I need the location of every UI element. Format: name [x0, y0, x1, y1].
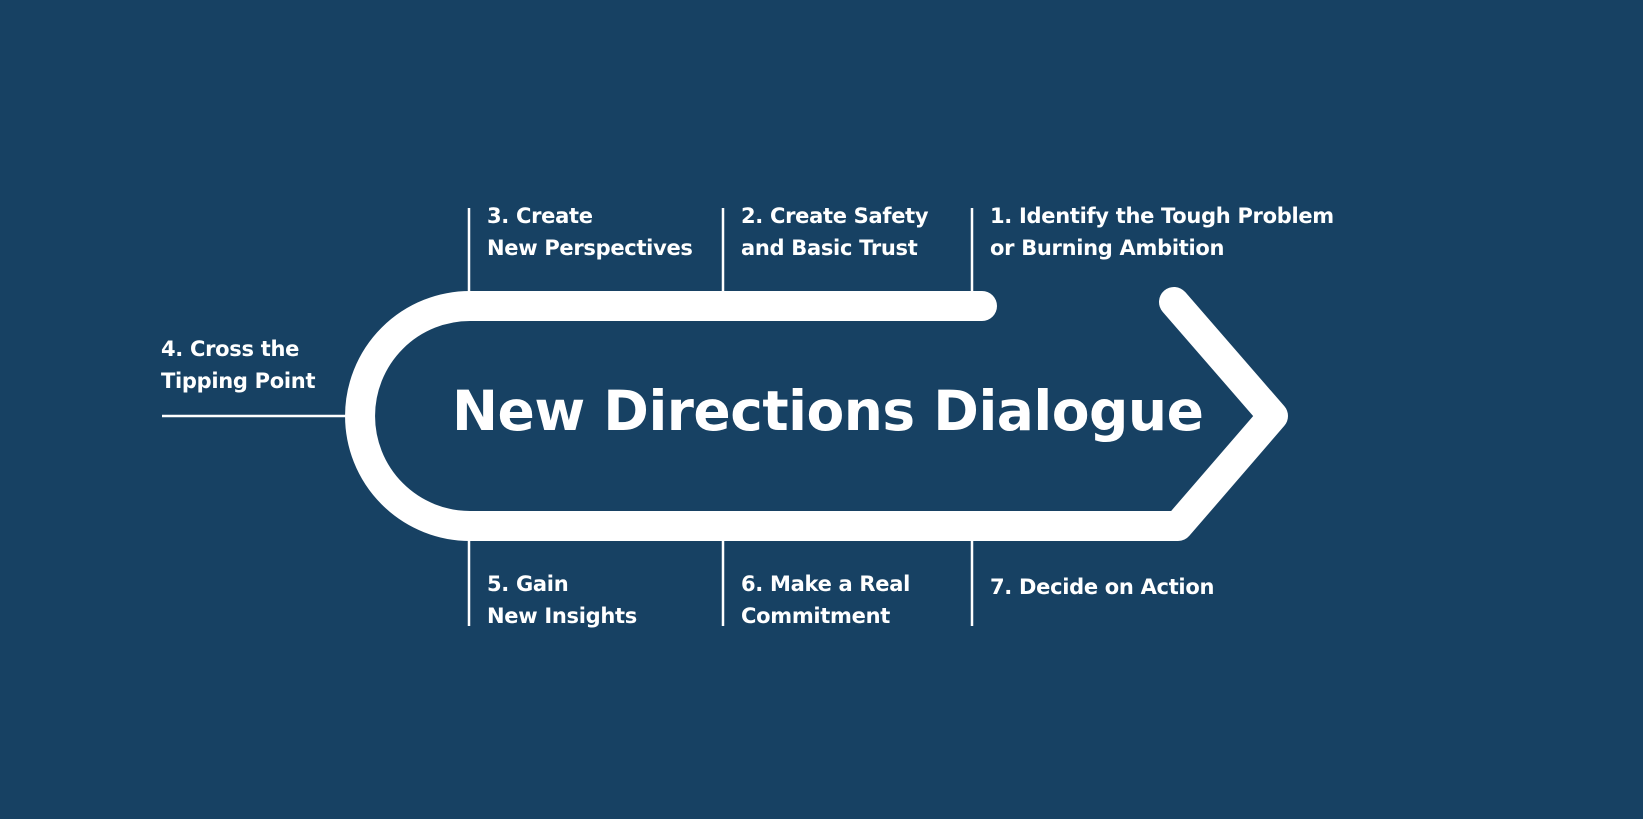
step-6-line-1: 6. Make a Real	[741, 572, 910, 596]
step-6-label: 6. Make a Real Commitment	[741, 568, 910, 632]
step-4-label: 4. Cross the Tipping Point	[161, 333, 315, 397]
step-5-label: 5. Gain New Insights	[487, 568, 637, 632]
step-1-line-2: or Burning Ambition	[990, 236, 1225, 260]
step-3-line-1: 3. Create	[487, 204, 593, 228]
step-7-label: 7. Decide on Action	[990, 571, 1214, 603]
step-5-line-2: New Insights	[487, 604, 637, 628]
step-7-line-1: 7. Decide on Action	[990, 575, 1215, 599]
step-5-line-1: 5. Gain	[487, 572, 569, 596]
step-3-label: 3. Create New Perspectives	[487, 200, 693, 264]
step-4-line-1: 4. Cross the	[161, 337, 300, 361]
diagram-title: New Directions Dialogue	[452, 379, 1204, 443]
step-2-label: 2. Create Safety and Basic Trust	[741, 200, 929, 264]
step-6-line-2: Commitment	[741, 604, 890, 628]
step-2-line-1: 2. Create Safety	[741, 204, 929, 228]
step-1-line-1: 1. Identify the Tough Problem	[990, 204, 1334, 228]
step-2-line-2: and Basic Trust	[741, 236, 918, 260]
step-1-label: 1. Identify the Tough Problem or Burning…	[990, 200, 1334, 264]
step-4-line-2: Tipping Point	[161, 369, 316, 393]
loop-arrow-path	[345, 287, 1288, 541]
step-3-line-2: New Perspectives	[487, 236, 693, 260]
